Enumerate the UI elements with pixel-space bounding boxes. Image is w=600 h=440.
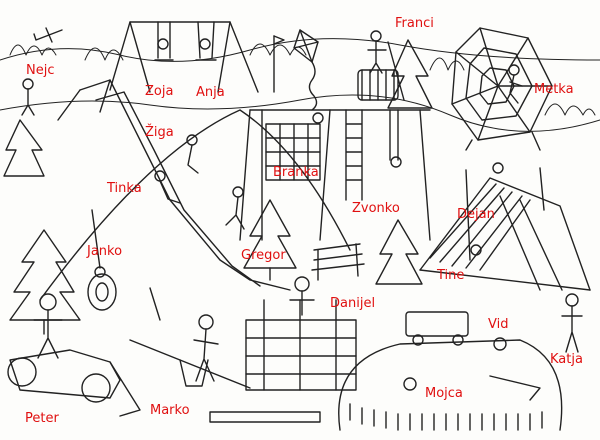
- kids-on-slide: [21, 78, 245, 230]
- background-trees: [9, 43, 596, 116]
- label-mojca: Mojca: [425, 386, 463, 401]
- label-branka: Branka: [273, 165, 319, 180]
- flag-pole: [273, 35, 285, 93]
- label-tinka: Tinka: [107, 181, 142, 196]
- airplane-drawing: [33, 27, 63, 43]
- wooden-fort: [245, 276, 357, 391]
- label-danijel: Danijel: [330, 296, 376, 311]
- label-janko: Janko: [87, 244, 123, 259]
- label-dejan: Dejan: [457, 207, 495, 222]
- label-anja: Anja: [196, 85, 225, 100]
- background-hills: [0, 38, 600, 132]
- label-franci: Franci: [395, 16, 434, 31]
- label-nejc: Nejc: [26, 63, 55, 78]
- label-zoja: Zoja: [145, 84, 174, 99]
- web-climber: [451, 27, 553, 151]
- tree-right: [387, 39, 433, 109]
- katja-figure: [561, 293, 583, 353]
- tree-center: [243, 199, 297, 281]
- swing-set: [109, 21, 259, 93]
- a-frame-hut: [419, 162, 591, 291]
- label-gregor: Gregor: [241, 248, 286, 263]
- label-metka: Metka: [534, 82, 574, 97]
- label-vid: Vid: [488, 317, 509, 332]
- label-ziga: Žiga: [145, 125, 174, 140]
- label-tine: Tine: [437, 268, 465, 283]
- seesaw: [129, 287, 251, 389]
- climbing-frame: [239, 109, 431, 241]
- toy-tractor: [7, 293, 141, 417]
- label-zvonko: Zvonko: [352, 201, 400, 216]
- label-katja: Katja: [550, 352, 583, 367]
- park-bench: [311, 243, 365, 281]
- label-peter: Peter: [25, 411, 59, 426]
- tree-mid-right: [375, 219, 423, 285]
- spinning-barrel: [357, 30, 405, 101]
- plank: [209, 411, 321, 423]
- sandbox: [338, 311, 563, 431]
- kite-drawing: [293, 29, 319, 111]
- slide-hill: [39, 79, 351, 301]
- tree-left: [9, 229, 81, 335]
- tree-top-left: [3, 119, 45, 177]
- label-marko: Marko: [150, 403, 190, 418]
- tire-swing: [87, 209, 117, 311]
